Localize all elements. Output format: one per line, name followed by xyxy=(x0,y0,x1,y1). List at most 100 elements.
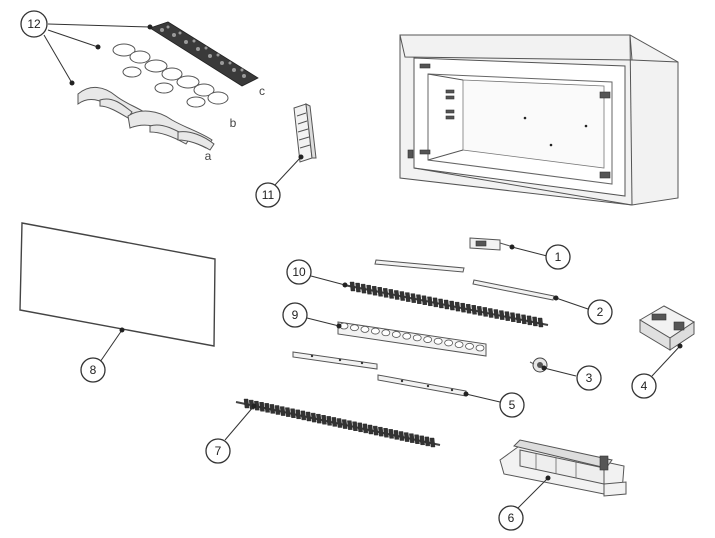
rod-fin xyxy=(476,306,483,316)
sub-letter-b: b xyxy=(230,116,237,130)
rod-fin xyxy=(279,406,286,416)
callout-6-label: 6 xyxy=(508,511,515,525)
rod-fin xyxy=(264,403,270,413)
part-7-flame-rod xyxy=(235,398,441,448)
callout-4-label: 4 xyxy=(641,379,648,393)
rod-fin xyxy=(482,307,488,317)
strip-cell xyxy=(465,342,474,350)
rod-fin xyxy=(460,302,466,313)
rod-fin xyxy=(295,409,301,420)
callout-10-label: 10 xyxy=(292,265,306,279)
rod-fin xyxy=(410,293,417,303)
rod-fin xyxy=(321,415,327,425)
part-12a-log-set xyxy=(77,87,215,151)
rod-fin xyxy=(427,296,433,307)
rod-fin xyxy=(488,308,494,318)
rod-fin xyxy=(347,420,353,430)
rod-fin xyxy=(300,410,307,421)
rod-fin xyxy=(290,408,296,418)
strip-cell xyxy=(381,329,391,337)
callout-9: 9 xyxy=(282,302,308,328)
strip-cell xyxy=(423,336,433,343)
rod-fin xyxy=(377,287,383,297)
rod-fin xyxy=(382,288,389,298)
rod-fin xyxy=(532,316,538,327)
callout-8-label: 8 xyxy=(90,363,97,377)
rod-fin xyxy=(429,437,436,448)
rod-fin xyxy=(449,300,455,311)
rod-fin xyxy=(398,431,405,441)
rod-fin xyxy=(438,298,444,309)
rod-fin xyxy=(526,315,533,326)
rod-fin xyxy=(394,290,400,300)
part-12-media-set: c b a xyxy=(77,21,265,163)
rod-fin xyxy=(432,297,439,308)
rod-fin xyxy=(357,422,363,433)
rod-fin xyxy=(360,283,367,294)
rod-fin xyxy=(316,413,322,424)
strip-cell xyxy=(360,325,370,333)
rod-fin xyxy=(305,411,312,422)
rod-fin xyxy=(399,291,405,301)
rod-fin xyxy=(285,407,291,417)
rod-fin xyxy=(499,310,505,320)
callout-1: 1 xyxy=(545,244,571,270)
callout-2-label: 2 xyxy=(597,305,604,319)
rod-fin xyxy=(367,424,374,435)
rod-fin xyxy=(331,417,338,427)
callout-12-label: 12 xyxy=(27,17,41,31)
strip-cell xyxy=(412,334,422,342)
strip-cell xyxy=(444,339,454,347)
strip-cell xyxy=(350,324,359,332)
rod-fin xyxy=(421,295,428,305)
rod-fin xyxy=(403,432,410,442)
part-9-reflector-strip xyxy=(337,321,487,357)
rod-fin xyxy=(362,423,369,434)
fireplace-housing xyxy=(399,34,679,206)
part-4-control-bracket xyxy=(639,305,695,351)
rod-fin xyxy=(471,305,477,315)
callout-5: 5 xyxy=(499,392,525,418)
rod-fin xyxy=(414,434,420,444)
callout-12: 12 xyxy=(20,10,48,38)
callout-5-label: 5 xyxy=(509,398,516,412)
part-6-heater-assembly xyxy=(499,439,627,497)
callout-3: 3 xyxy=(576,365,602,391)
rod-fin xyxy=(493,309,499,319)
rod-fin xyxy=(510,312,516,322)
callout-2: 2 xyxy=(587,299,613,325)
rod-fin xyxy=(504,311,511,321)
part-11-remote-control xyxy=(293,103,317,163)
rod-fin xyxy=(274,405,281,415)
part-1-switch xyxy=(469,237,511,251)
strip-cell xyxy=(475,344,485,352)
rod-fin xyxy=(259,402,265,412)
rod-fin xyxy=(341,419,348,429)
sub-letter-c: c xyxy=(259,84,265,98)
leader-lines xyxy=(43,23,683,509)
callout-1-label: 1 xyxy=(555,250,562,264)
callout-9-label: 9 xyxy=(292,308,299,322)
callout-7: 7 xyxy=(205,438,231,464)
part-8-front-glass xyxy=(19,222,216,347)
strip-cell xyxy=(370,327,380,335)
strip-cell xyxy=(402,332,412,340)
rod-fin xyxy=(515,313,522,323)
rod-fin xyxy=(454,301,461,312)
rod-fin xyxy=(366,284,372,295)
rod-fin xyxy=(372,425,379,436)
strip-cell xyxy=(433,337,443,345)
part-5-brackets xyxy=(292,351,467,397)
rod-fin xyxy=(465,304,472,314)
callout-10: 10 xyxy=(286,259,312,285)
rod-fin xyxy=(388,429,394,439)
callout-7-label: 7 xyxy=(215,444,222,458)
callout-3-label: 3 xyxy=(586,371,593,385)
rod-fin xyxy=(326,416,332,426)
rod-fin xyxy=(521,314,527,325)
rod-fin xyxy=(416,294,422,304)
callout-4: 4 xyxy=(631,373,657,399)
rod-fin xyxy=(349,281,356,292)
rod-fin xyxy=(409,433,415,443)
part-12c-ember-bed xyxy=(149,21,259,87)
